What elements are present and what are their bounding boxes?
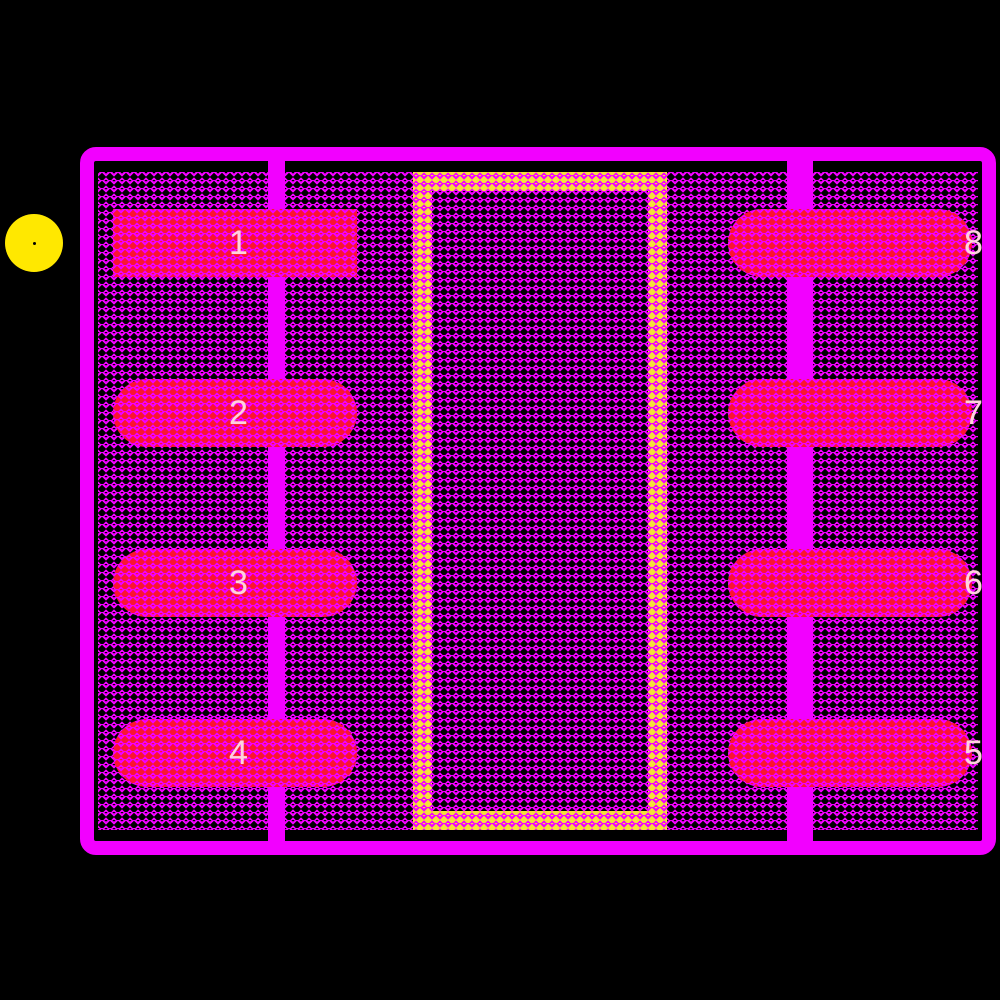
pad-number-label: 7 [964, 394, 983, 432]
thermal-pad-interior [432, 191, 648, 811]
pad-number-label: 8 [964, 224, 983, 262]
pad-number-label: 4 [229, 734, 248, 772]
thermal-pad-frame[interactable] [413, 172, 667, 830]
pad-6[interactable]: 6 [728, 549, 983, 617]
pad-2[interactable]: 2 [113, 379, 357, 447]
pad-1[interactable]: 1 [113, 209, 357, 277]
pad-number-label: 6 [964, 564, 983, 602]
pad-number-label: 3 [229, 564, 248, 602]
pad-3[interactable]: 3 [113, 549, 357, 617]
pad-number-label: 5 [964, 734, 983, 772]
pad-number-label: 1 [229, 224, 248, 262]
pin1-marker-icon [5, 214, 63, 272]
assembly-zone-center-right [667, 172, 787, 830]
assembly-zone-left [98, 172, 268, 830]
silkscreen-band-left [268, 161, 285, 841]
pad-number-label: 2 [229, 394, 248, 432]
courtyard-outline [80, 147, 996, 855]
pad-4[interactable]: 4 [113, 719, 357, 787]
pad-5[interactable]: 5 [728, 719, 983, 787]
pad-8[interactable]: 8 [728, 209, 983, 277]
pin1-marker-center-dot [32, 241, 36, 245]
pad-7[interactable]: 7 [728, 379, 983, 447]
